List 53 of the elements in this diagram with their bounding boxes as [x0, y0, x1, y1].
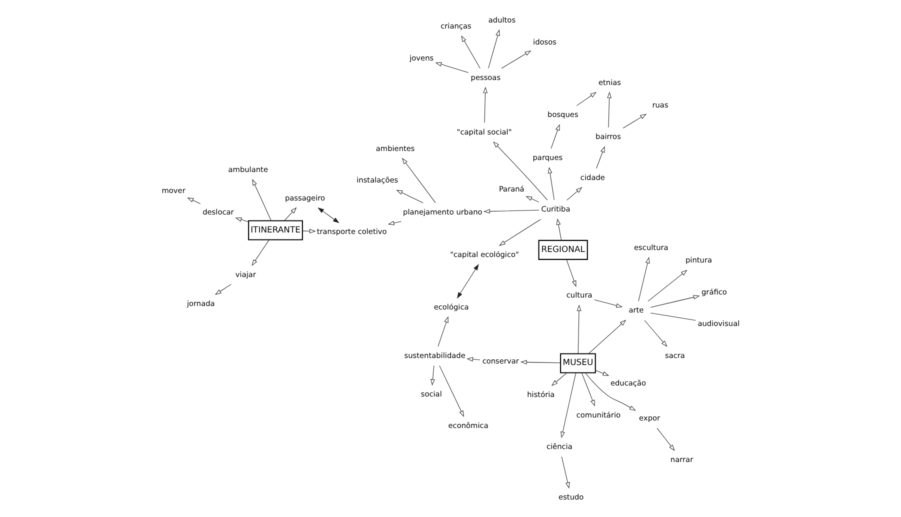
- arrow: [501, 50, 532, 68]
- arrow: [551, 372, 568, 386]
- arrow: [456, 263, 479, 298]
- arrow: [656, 427, 675, 450]
- arrow: [607, 91, 612, 128]
- arrow: [622, 113, 647, 128]
- arrow: [318, 206, 340, 223]
- arrow: [648, 269, 688, 301]
- arrow: [526, 196, 540, 202]
- arrow: [214, 283, 232, 294]
- arrow: [638, 256, 650, 301]
- arrow: [560, 372, 576, 438]
- arrow: [402, 157, 436, 203]
- arrow: [235, 216, 249, 222]
- node-box: REGIONAL: [538, 239, 588, 260]
- arrow: [588, 319, 626, 354]
- arrow: [561, 456, 570, 488]
- node-box: MUSEU: [560, 352, 596, 373]
- arrow: [435, 62, 469, 72]
- arrow: [595, 370, 610, 376]
- arrow: [252, 178, 272, 220]
- arrow: [566, 258, 576, 286]
- arrow: [596, 146, 605, 168]
- connector: [650, 312, 696, 320]
- arrow: [484, 208, 540, 214]
- arrow: [284, 206, 297, 220]
- arrow: [430, 364, 435, 386]
- arrow: [396, 189, 424, 203]
- arrow: [388, 220, 402, 225]
- arrow: [594, 298, 623, 308]
- arrow: [585, 372, 636, 410]
- arrow: [498, 218, 541, 246]
- arrow: [548, 166, 554, 200]
- arrow: [650, 294, 700, 308]
- arrow: [466, 356, 480, 361]
- arrow: [644, 320, 668, 346]
- arrow: [576, 304, 582, 354]
- arrow: [488, 28, 500, 68]
- arrow: [461, 35, 480, 68]
- arrow: [550, 124, 560, 148]
- arrow: [493, 140, 548, 200]
- arrow: [439, 364, 464, 417]
- arrow: [438, 316, 448, 346]
- arrow: [483, 86, 488, 122]
- arrow: [576, 92, 597, 106]
- node-box: ITINERANTE: [248, 220, 303, 240]
- arrow: [252, 239, 270, 266]
- arrow: [302, 228, 316, 233]
- arrow: [187, 196, 201, 204]
- arrow: [581, 372, 595, 406]
- arrow: [520, 359, 561, 364]
- arrow: [556, 218, 562, 240]
- arrow: [566, 186, 582, 200]
